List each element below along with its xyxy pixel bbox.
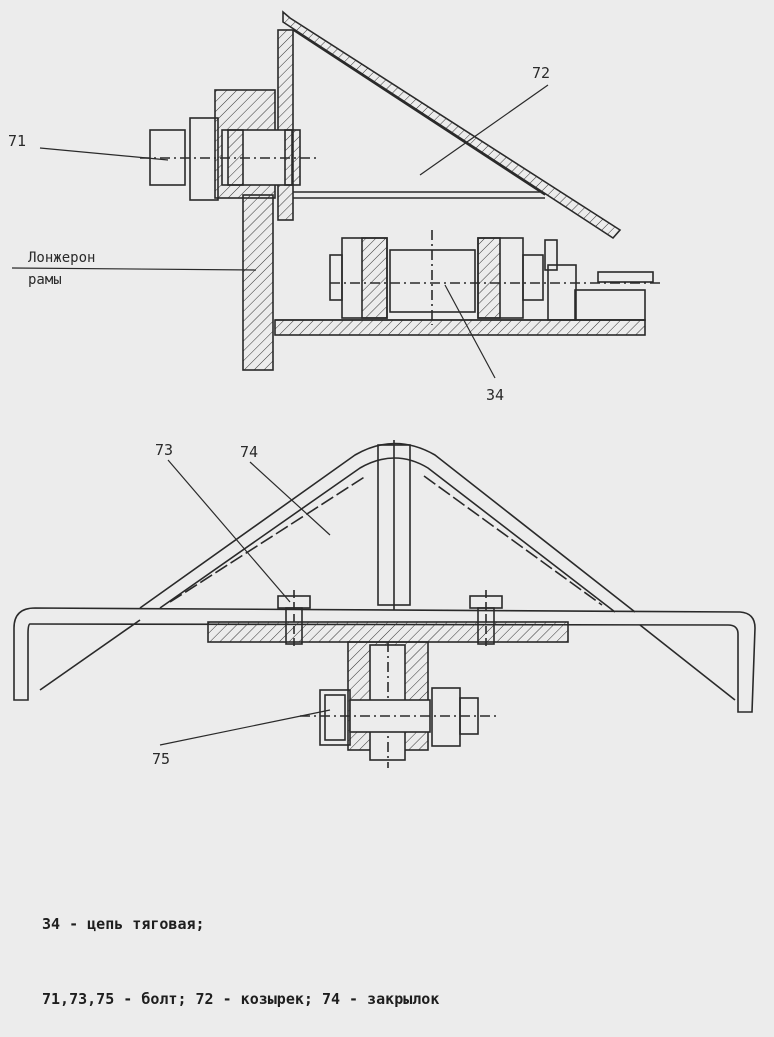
frame-longeron <box>242 194 274 371</box>
technical-drawing <box>11 10 756 768</box>
callout-73: 73 <box>155 441 174 459</box>
flap-74 <box>139 442 636 613</box>
top-assembly-view <box>11 10 660 379</box>
callout-75: 75 <box>152 750 171 768</box>
callout-74: 74 <box>240 443 259 461</box>
legend-line-1: 34 - цепь тяговая; <box>42 915 205 933</box>
callout-72: 72 <box>532 64 551 82</box>
bottom-assembly-view <box>13 440 756 768</box>
visor-bracket-plate <box>277 29 294 221</box>
bolt-71 <box>140 117 320 201</box>
callout-71: 71 <box>8 132 27 150</box>
bolt-75 <box>300 687 500 747</box>
chain-34 <box>329 230 660 325</box>
bolt-73 <box>277 590 503 650</box>
legend: 34 - цепь тяговая; 71,73,75 - болт; 72 -… <box>42 862 439 1037</box>
base-plate <box>207 621 569 643</box>
legend-line-2: 71,73,75 - болт; 72 - козырек; 74 - закр… <box>42 990 440 1008</box>
visor-72 <box>282 10 622 240</box>
frame-longeron-label-line2: рамы <box>28 272 62 288</box>
callout-34: 34 <box>486 386 505 404</box>
frame-longeron-label-line1: Лонжерон <box>28 250 96 266</box>
